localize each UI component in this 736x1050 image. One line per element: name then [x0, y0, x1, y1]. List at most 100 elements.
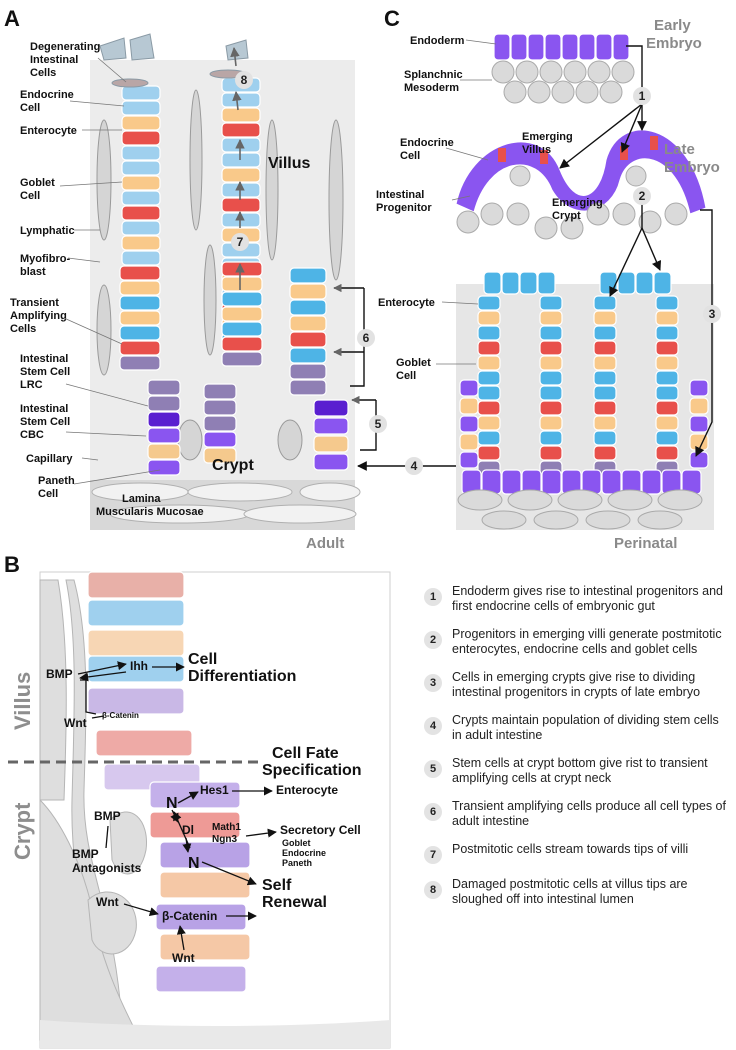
- goblet-cell: [477, 355, 501, 371]
- endocrine-cell: [121, 205, 161, 221]
- endocrine-cell: [593, 445, 617, 461]
- goblet-cell: [221, 107, 261, 123]
- myofibroblasts: [96, 89, 344, 461]
- progenitor-cell: [601, 469, 622, 495]
- label-splanchnic-mesoderm: Splanchnic Mesoderm: [404, 69, 466, 94]
- label-enterocyte: Enterocyte: [20, 125, 77, 137]
- svg-text:1: 1: [639, 89, 646, 103]
- panel-b-cell: [87, 599, 185, 627]
- paneth-cell: [203, 447, 237, 464]
- enterocyte-cell: [121, 220, 161, 236]
- enterocyte_bright-cell: [593, 430, 617, 446]
- legend-number: 8: [424, 881, 442, 899]
- label-crypt: Crypt: [212, 457, 254, 474]
- signal-wnt-villus: Wnt: [64, 716, 87, 730]
- signal-notch-bottom: N: [188, 855, 200, 872]
- enterocyte-cell: [635, 271, 654, 295]
- legend-item: 6 Transient amplifying cells produce all…: [424, 799, 730, 829]
- villus-right-cells: [221, 77, 263, 367]
- outcome-cell-differentiation: Cell Differentiation: [188, 651, 296, 685]
- endoderm-cell: [510, 33, 528, 61]
- enterocyte_bright-cell: [221, 291, 263, 307]
- step-marker-3: 3: [703, 305, 721, 323]
- legend-number: 4: [424, 717, 442, 735]
- stream-arrows: [230, 47, 245, 290]
- signal-math1: Math1: [212, 822, 241, 833]
- muscle-fibers: [91, 482, 361, 524]
- step-marker-8: 8: [235, 71, 253, 89]
- legend-item: 7 Postmitotic cells stream towards tips …: [424, 842, 730, 864]
- crypt-right-cells: [289, 267, 349, 471]
- endoderm-cell: [578, 33, 596, 61]
- panel-b-cell: [159, 841, 251, 869]
- epithelial-cell: [689, 451, 709, 469]
- endocrine-cell: [119, 340, 161, 356]
- enterocyte-cell: [519, 271, 538, 295]
- panel-b: B Villus Crypt BMP Ihh Cell Differentiat…: [4, 552, 391, 1049]
- label-endocrine-cell: Endocrine Cell: [20, 89, 77, 114]
- stage-early-embryo: Early Embryo: [646, 17, 702, 52]
- endoderm-cell: [595, 33, 613, 61]
- enterocyte_bright-cell: [593, 370, 617, 386]
- panel-b-cell: [87, 687, 185, 715]
- perinatal-basal-cells: [457, 489, 703, 530]
- endocrine-cell: [593, 400, 617, 416]
- endocrine-cell: [539, 445, 563, 461]
- label-goblet-cell: Goblet Cell: [20, 177, 58, 202]
- label-goblet-cell-c: Goblet Cell: [396, 357, 434, 382]
- epithelial-cell: [689, 415, 709, 433]
- goblet-cell: [121, 115, 161, 131]
- goblet-cell: [593, 415, 617, 431]
- endocrine-cell: [289, 331, 327, 348]
- panel-b-cell: [95, 729, 193, 757]
- enterocyte-cell: [653, 271, 672, 295]
- svg-text:8: 8: [241, 73, 248, 87]
- panel-a-letter: A: [4, 6, 20, 31]
- transient-cell: [289, 363, 327, 380]
- signal-wnt-crypt: Wnt: [96, 895, 119, 909]
- progenitor-cell: [641, 469, 662, 495]
- goblet-cell: [593, 310, 617, 326]
- transient-cell: [203, 415, 237, 432]
- transient-cell: [289, 379, 327, 396]
- transient-cell: [119, 355, 161, 371]
- signal-bmp-crypt: BMP: [94, 809, 121, 823]
- enterocyte_bright-cell: [221, 321, 263, 337]
- endocrine-cell: [221, 336, 263, 352]
- panel-b-letter: B: [4, 552, 20, 577]
- transient-cell: [203, 383, 237, 400]
- enterocyte_bright-cell: [289, 299, 327, 316]
- late-mesenchyme: [456, 165, 688, 240]
- stem_cbc-cell: [203, 431, 237, 448]
- endocrine-cell: [593, 340, 617, 356]
- transient-cell: [203, 399, 237, 416]
- signal-beta-catenin-small: β-Catenin: [102, 711, 139, 720]
- goblet-cell: [121, 235, 161, 251]
- enterocyte_bright-cell: [477, 385, 501, 401]
- panel-b-muscularis: [40, 1020, 390, 1048]
- label-paneth-cell: Paneth Cell: [38, 475, 78, 500]
- svg-text:6: 6: [363, 331, 370, 345]
- enterocyte_bright-cell: [477, 430, 501, 446]
- goblet-cell: [221, 276, 263, 292]
- goblet-cell: [539, 415, 563, 431]
- stem_cbc-cell: [147, 427, 181, 444]
- endocrine-cell: [540, 150, 548, 164]
- label-intestinal-progenitor: Intestinal Progenitor: [376, 189, 432, 214]
- enterocyte_bright-cell: [655, 370, 679, 386]
- endocrine-cell: [121, 130, 161, 146]
- enterocyte_bright-cell: [477, 295, 501, 311]
- stage-perinatal: Perinatal: [614, 535, 677, 552]
- enterocyte_bright-cell: [539, 370, 563, 386]
- goblet-cell: [593, 355, 617, 371]
- svg-text:4: 4: [411, 459, 418, 473]
- epithelial-cell: [459, 433, 479, 451]
- legend-number: 7: [424, 846, 442, 864]
- stem_cbc-cell: [313, 417, 349, 435]
- enterocyte_bright-cell: [593, 295, 617, 311]
- legend-text: Endoderm gives rise to intestinal progen…: [452, 584, 723, 613]
- stem_cbc-cell: [313, 453, 349, 471]
- enterocyte-cell: [221, 212, 261, 228]
- endocrine-cell: [655, 445, 679, 461]
